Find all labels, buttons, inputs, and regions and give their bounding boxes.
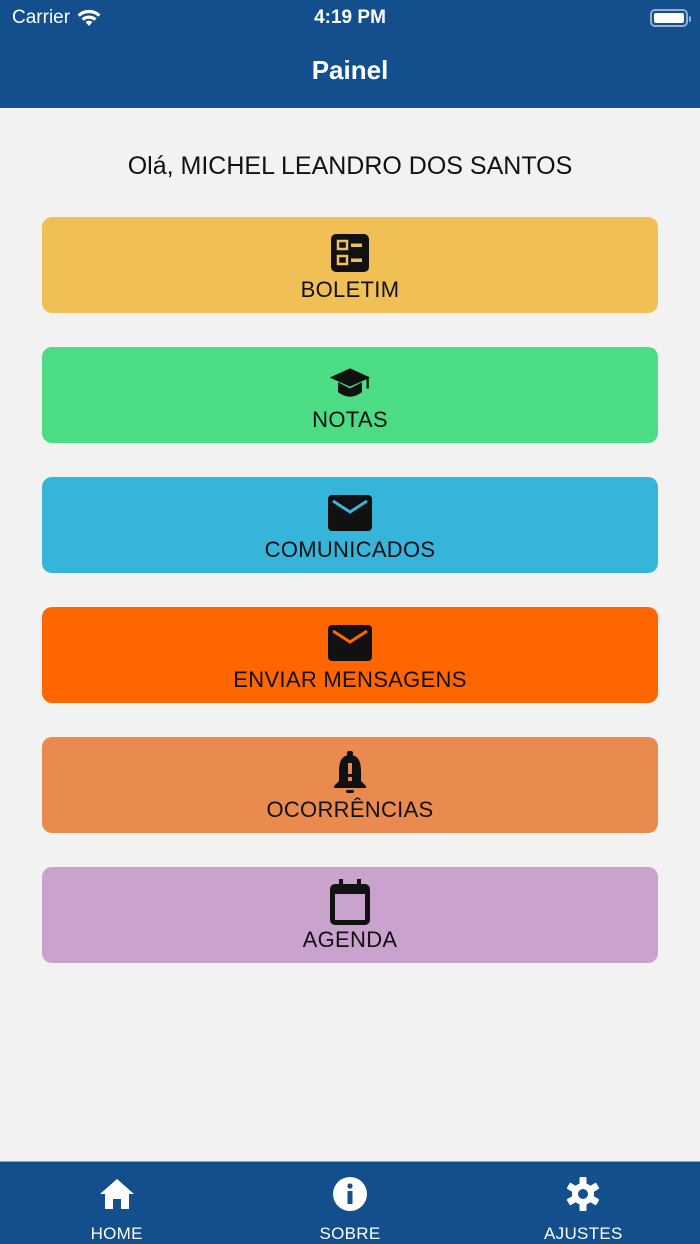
boletim-button[interactable]: BOLETIM (42, 217, 658, 313)
notas-label: NOTAS (312, 407, 388, 432)
top-bar: Carrier 4:19 PM Painel (0, 0, 700, 108)
notas-button[interactable]: NOTAS (42, 347, 658, 443)
wifi-icon (77, 9, 101, 26)
gear-icon (563, 1174, 603, 1214)
enviar-mensagens-label: ENVIAR MENSAGENS (233, 667, 467, 692)
carrier-label: Carrier (12, 7, 71, 28)
agenda-button[interactable]: AGENDA (42, 867, 658, 963)
tab-sobre-label: SOBRE (319, 1224, 381, 1243)
envelope-icon (328, 491, 372, 535)
calendar-icon (328, 879, 372, 925)
tab-sobre[interactable]: SOBRE (233, 1162, 466, 1244)
tab-home-label: HOME (90, 1224, 143, 1243)
info-icon (330, 1174, 370, 1214)
status-bar: Carrier 4:19 PM (0, 0, 700, 36)
boletim-label: BOLETIM (300, 277, 400, 302)
tab-ajustes-label: AJUSTES (544, 1224, 623, 1243)
ocorrencias-label: OCORRÊNCIAS (266, 797, 434, 822)
tab-ajustes[interactable]: AJUSTES (467, 1162, 700, 1244)
home-icon (97, 1174, 137, 1214)
envelope-icon (328, 621, 372, 665)
enviar-mensagens-button[interactable]: ENVIAR MENSAGENS (42, 607, 658, 703)
tab-home[interactable]: HOME (0, 1162, 233, 1244)
graduation-cap-icon (328, 361, 372, 405)
report-list-icon (328, 231, 372, 275)
agenda-label: AGENDA (302, 927, 398, 952)
status-time: 4:19 PM (314, 7, 386, 28)
ocorrencias-button[interactable]: OCORRÊNCIAS (42, 737, 658, 833)
carrier-indicator: Carrier (12, 7, 102, 29)
battery-icon (650, 9, 691, 27)
greeting-text: Olá, MICHEL LEANDRO DOS SANTOS (127, 152, 573, 180)
dashboard-menu: BOLETIM NOTAS COMUNICADOS ENVIAR (42, 217, 658, 997)
comunicados-label: COMUNICADOS (264, 537, 436, 562)
tab-bar: HOME SOBRE (0, 1161, 700, 1244)
page-title: Painel (311, 55, 389, 85)
bell-alert-icon (328, 751, 372, 795)
comunicados-button[interactable]: COMUNICADOS (42, 477, 658, 573)
